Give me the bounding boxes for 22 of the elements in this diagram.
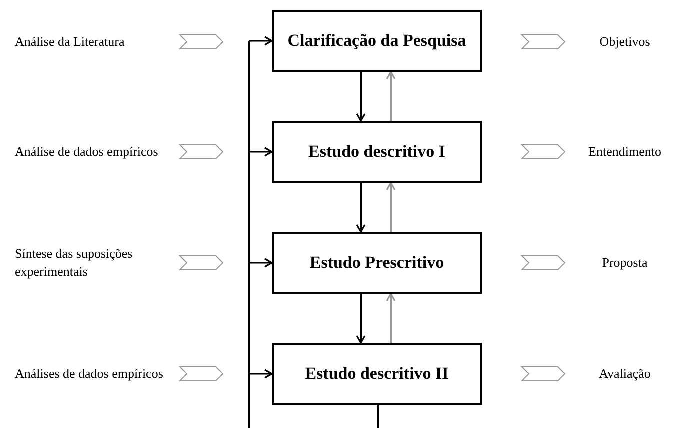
output-label: Objetivos [598,33,652,52]
arrow [356,294,366,344]
arrow [249,147,273,157]
process-box: Estudo Prescritivo [272,232,482,294]
arrow [386,71,396,121]
arrow [249,369,273,379]
input-label: Análise de dados empíricos [15,143,160,162]
arrow [386,293,396,343]
input-label: Síntese das suposições experimentais [15,245,134,281]
process-box: Estudo descritivo II [272,343,482,405]
output-label: Avaliação [598,365,652,384]
arrow [356,72,366,122]
output-label: Proposta [601,254,649,272]
arrow [386,182,396,232]
input-label: Análise da Literatura [15,33,126,52]
arrow [249,258,273,268]
input-label: Análises de dados empíricos [15,365,164,384]
output-label: Entendimento [588,143,662,162]
arrow [356,183,366,233]
arrow [249,36,273,46]
process-box: Estudo descritivo I [272,121,482,183]
process-box: Clarificação da Pesquisa [272,10,482,72]
